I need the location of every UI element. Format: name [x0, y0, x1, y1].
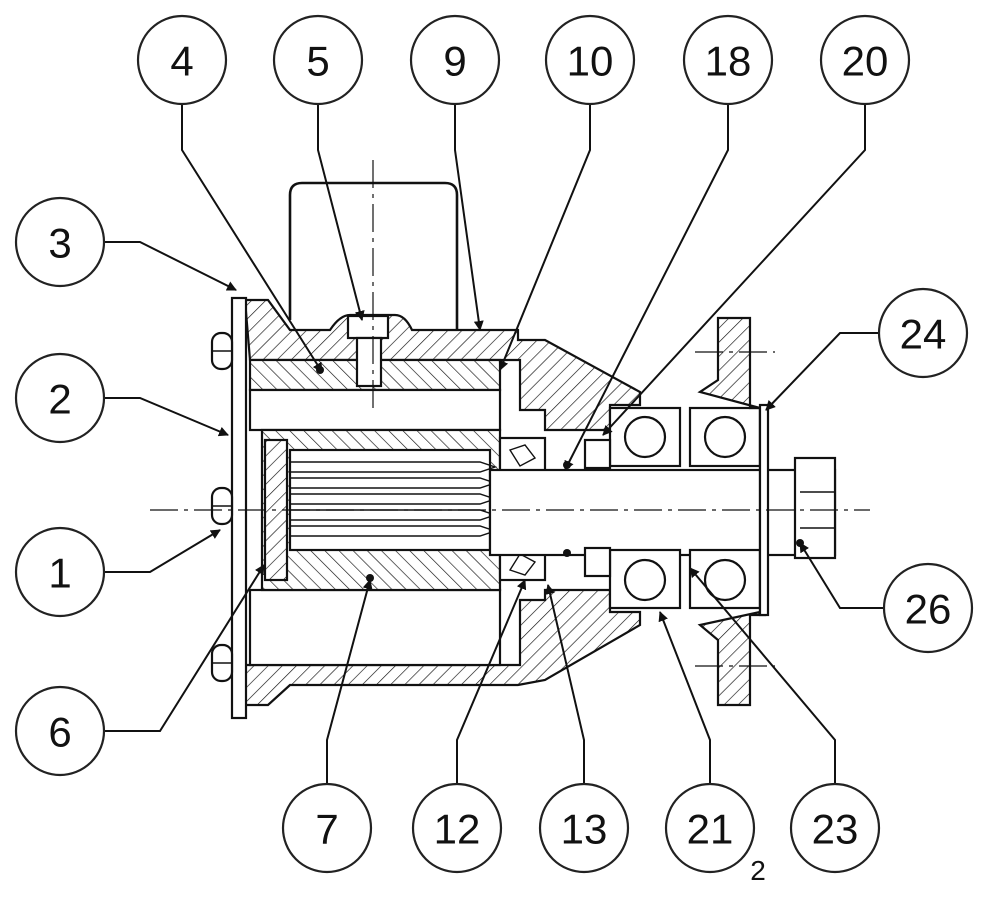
callout-23: 23	[789, 782, 881, 874]
callout-circle	[819, 14, 911, 106]
callout-label: 6	[48, 709, 71, 756]
callout-26: 26	[882, 562, 974, 654]
callout-label: 5	[306, 38, 329, 85]
callout-circle	[14, 352, 106, 444]
part-callouts: 4 5 9 10 18 20 3 2 24 1 26 6 7 12 13 21 23	[14, 14, 974, 874]
cover-screws	[210, 331, 234, 683]
callout-label: 26	[905, 586, 952, 633]
shaft	[488, 468, 837, 557]
leader-lines	[100, 104, 886, 785]
callout-circle	[281, 782, 373, 874]
callout-circle	[14, 196, 106, 288]
callout-circle	[682, 14, 774, 106]
callout-label: 7	[315, 806, 338, 853]
callout-circle	[272, 14, 364, 106]
callout-label: 13	[561, 806, 608, 853]
callout-3: 3	[14, 196, 106, 288]
callout-6: 6	[14, 685, 106, 777]
callout-label: 4	[170, 38, 193, 85]
callout-label: 23	[812, 806, 859, 853]
callout-circle	[14, 526, 106, 618]
callout-circle	[409, 14, 501, 106]
callout-5: 5	[272, 14, 364, 106]
callout-circle	[664, 782, 756, 874]
callout-label: 24	[900, 311, 947, 358]
callout-circle	[877, 287, 969, 379]
callout-circle	[882, 562, 974, 654]
callout-24: 24	[877, 287, 969, 379]
callout-13: 13	[538, 782, 630, 874]
callout-9: 9	[409, 14, 501, 106]
cam-cavity-top	[248, 388, 502, 432]
callout-12: 12	[411, 782, 503, 874]
callout-label: 9	[443, 38, 466, 85]
impeller-spline	[288, 448, 492, 552]
callout-label: 12	[434, 806, 481, 853]
callout-label: 10	[567, 38, 614, 85]
callout-1: 1	[14, 526, 106, 618]
bearing-seal-bottom	[583, 546, 612, 578]
cover-plate	[230, 296, 248, 720]
callout-label: 1	[48, 550, 71, 597]
cam-screw-shank	[355, 336, 383, 388]
callout-circle	[544, 14, 636, 106]
cam-cavity-bottom	[248, 588, 502, 667]
callout-21: 21	[664, 782, 756, 874]
bearing-seal-top	[583, 438, 612, 470]
cam-screw-head	[346, 314, 390, 340]
callout-label: 2	[48, 376, 71, 423]
callout-4: 4	[136, 14, 228, 106]
callout-circle	[14, 685, 106, 777]
callout-2: 2	[14, 352, 106, 444]
pump-body	[150, 160, 870, 720]
callout-circle	[136, 14, 228, 106]
callout-circle	[411, 782, 503, 874]
callout-label: 21	[687, 806, 734, 853]
callout-label: 3	[48, 220, 71, 267]
callout-circle	[538, 782, 630, 874]
callout-10: 10	[544, 14, 636, 106]
footnote-marker: 2	[750, 855, 766, 886]
callout-7: 7	[281, 782, 373, 874]
callout-18: 18	[682, 14, 774, 106]
mounting-flange	[697, 316, 767, 707]
callout-circle	[789, 782, 881, 874]
callout-label: 18	[705, 38, 752, 85]
callout-20: 20	[819, 14, 911, 106]
callout-label: 20	[842, 38, 889, 85]
